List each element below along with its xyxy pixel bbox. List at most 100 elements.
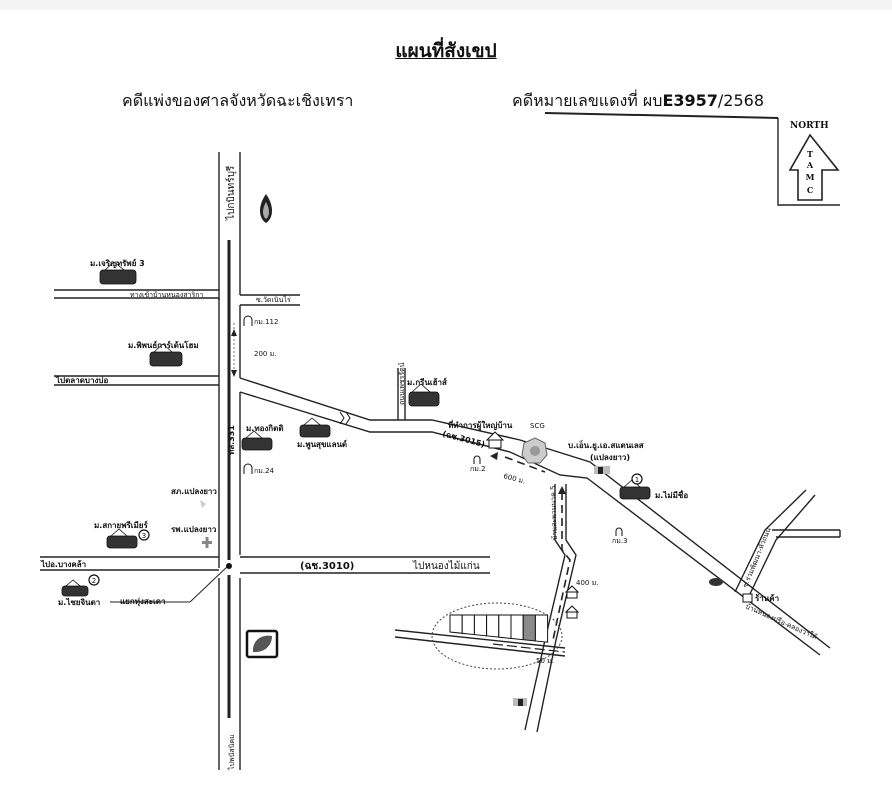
label-company: บ.เอ็น.ยู.เอ.สแตนเลส bbox=[568, 439, 644, 451]
label-headman-office: ที่ทำการผู้ใหญ่บ้าน bbox=[448, 419, 513, 431]
road-sa-khanan-left bbox=[524, 484, 566, 731]
distance-400-line bbox=[552, 492, 571, 641]
label-charoen-sap: ม.เจริญทรัพย์ 3 bbox=[90, 258, 145, 269]
compass-arrow bbox=[788, 133, 840, 201]
label-road-3010: (ฉช.3010) bbox=[300, 561, 354, 572]
shop-car-icon bbox=[709, 578, 723, 586]
label-phitsanu: ม.พิพนธ์การ์เด้นโฮม bbox=[128, 340, 199, 350]
marker-1 bbox=[631, 473, 643, 485]
label-chai-chinda: ม.ไชยจินดา bbox=[58, 597, 100, 607]
headman-office-icon bbox=[485, 431, 505, 449]
label-thanon-phetcharat: ถนนเพชรรัตน์ bbox=[398, 362, 406, 405]
label-green-house: ม.กรีนเฮ้าส์ bbox=[407, 377, 447, 387]
label-to-talad-bang-bo: ไปตลาดบางบ่อ bbox=[55, 375, 108, 385]
road-break-icon bbox=[339, 411, 351, 425]
house-icon-b bbox=[564, 605, 580, 619]
compass-letter-m: M bbox=[806, 172, 815, 182]
marker-3 bbox=[138, 529, 150, 541]
compass-letter-a: A bbox=[806, 160, 814, 170]
label-road-3015: (ฉช.3015) bbox=[441, 429, 485, 449]
village-icon-charoen-sap bbox=[99, 261, 137, 285]
label-distance-400: 400 ม. bbox=[576, 579, 598, 587]
arrow-400 bbox=[558, 486, 566, 494]
compass-letter-c: C bbox=[807, 185, 813, 195]
label-thong-kit: ม.ทองกิตติ bbox=[246, 424, 284, 433]
km-3-icon bbox=[615, 527, 623, 536]
leaf-logo-icon bbox=[245, 629, 279, 659]
village-icon-thong-kit bbox=[241, 430, 273, 451]
case-prefix: คดีหมายเลขแดงที่ ผบ bbox=[512, 91, 663, 110]
label-distance-50: 50 ม. bbox=[536, 657, 554, 665]
label-highway-331: ทล.331 bbox=[227, 425, 236, 455]
junction-pointer bbox=[189, 564, 230, 603]
parcel-lot bbox=[461, 614, 475, 636]
compass-frame bbox=[777, 118, 840, 206]
court-name: คดีแพ่งของศาลจังหวัดฉะเชิงเทรา bbox=[122, 91, 354, 110]
arrow-600 bbox=[490, 452, 498, 460]
label-scg: SCG bbox=[530, 422, 545, 430]
marker-1-label: 1 bbox=[635, 476, 639, 484]
case-year: /2568 bbox=[717, 91, 765, 110]
hospital-icon bbox=[202, 537, 212, 548]
label-distance-200: 200 ม. bbox=[254, 350, 276, 358]
village-icon-chai-chinda bbox=[61, 579, 89, 597]
village-icon-green-house bbox=[408, 383, 440, 407]
marker-3-label: 3 bbox=[142, 532, 146, 540]
label-distance-600: 600 ม. bbox=[502, 472, 526, 486]
parcel-lots bbox=[449, 614, 549, 643]
label-phun-suk: ม.พูนสุขแลนด์ bbox=[297, 439, 347, 450]
label-ban-sa-khanan: บ้านสะพานนาค 5 bbox=[549, 485, 559, 540]
village-icon-sakai bbox=[106, 528, 138, 549]
map-title: แผนที่สังเขป bbox=[395, 40, 497, 62]
label-soi-wat-noen-rai: ซ.วัดเนินไร่ bbox=[256, 295, 291, 304]
arrow-up bbox=[231, 329, 237, 336]
label-km-24: กม.24 bbox=[254, 467, 275, 475]
km-24-icon bbox=[243, 463, 253, 474]
warehouse-icon bbox=[513, 698, 527, 706]
access-road-top bbox=[394, 629, 566, 649]
parcel-lot-subject bbox=[522, 614, 536, 642]
parcel-lot bbox=[510, 614, 524, 641]
temple-logo-icon bbox=[260, 194, 272, 223]
case-number-code: E3957 bbox=[662, 91, 718, 110]
km-112-icon bbox=[243, 315, 253, 326]
label-to-nong-mai-kaen: ไปหนองไม้แก่น bbox=[412, 560, 480, 572]
scg-logo-icon bbox=[521, 437, 548, 464]
label-junction-thung-sadao: แยกทุ่งสะเดา bbox=[120, 597, 165, 607]
road-sa-khanan-right bbox=[536, 484, 577, 733]
label-no-name-village: ม.ไม่มีชื่อ bbox=[655, 489, 688, 500]
parcel-highlight-ellipse bbox=[431, 602, 563, 670]
label-sakai: ม.สกายพรีเมียร์ bbox=[94, 520, 148, 530]
shop-icon bbox=[742, 593, 753, 603]
road-3015-bottom bbox=[239, 391, 821, 656]
km-2-icon bbox=[473, 455, 481, 464]
distance-600-line bbox=[504, 456, 546, 473]
parcel-lot bbox=[486, 614, 500, 638]
label-km-2: กม.2 bbox=[470, 465, 486, 473]
house-icon-a bbox=[564, 585, 580, 599]
distance-50-line bbox=[492, 643, 566, 653]
parcel-lot bbox=[498, 614, 512, 639]
label-police: สภ.แปลงยาว bbox=[171, 487, 217, 496]
label-to-bang-kha: ไปอ.บางคล้า bbox=[40, 559, 86, 569]
label-road-lower-right: บ้านหนองปรือ-คลองวาใต้ bbox=[744, 602, 819, 642]
compass-letter-t: T bbox=[807, 149, 813, 159]
label-to-kabinburi: ไปกบินทร์บุรี bbox=[225, 165, 237, 221]
label-company-sub: (แปลงยาว) bbox=[590, 453, 630, 462]
case-number: คดีหมายเลขแดงที่ ผบE3957/2568 bbox=[512, 89, 764, 114]
header-rule bbox=[544, 112, 779, 119]
viewer-top-bar bbox=[0, 0, 892, 10]
compass-north-label: NORTH bbox=[790, 121, 829, 131]
label-shop: ร้านค้า bbox=[755, 593, 779, 603]
parcel-lot bbox=[473, 614, 488, 637]
junction-dot bbox=[226, 563, 232, 569]
label-to-phanat: ไปพนัสนิคม bbox=[227, 734, 236, 771]
village-icon-phitsanu bbox=[149, 343, 183, 367]
parcel-lot bbox=[534, 614, 549, 643]
arrow-down bbox=[231, 370, 237, 377]
village-icon-phun-suk bbox=[299, 417, 331, 438]
access-road-bottom bbox=[394, 636, 566, 657]
parcel-lot bbox=[449, 614, 463, 634]
marker-2 bbox=[88, 574, 100, 586]
